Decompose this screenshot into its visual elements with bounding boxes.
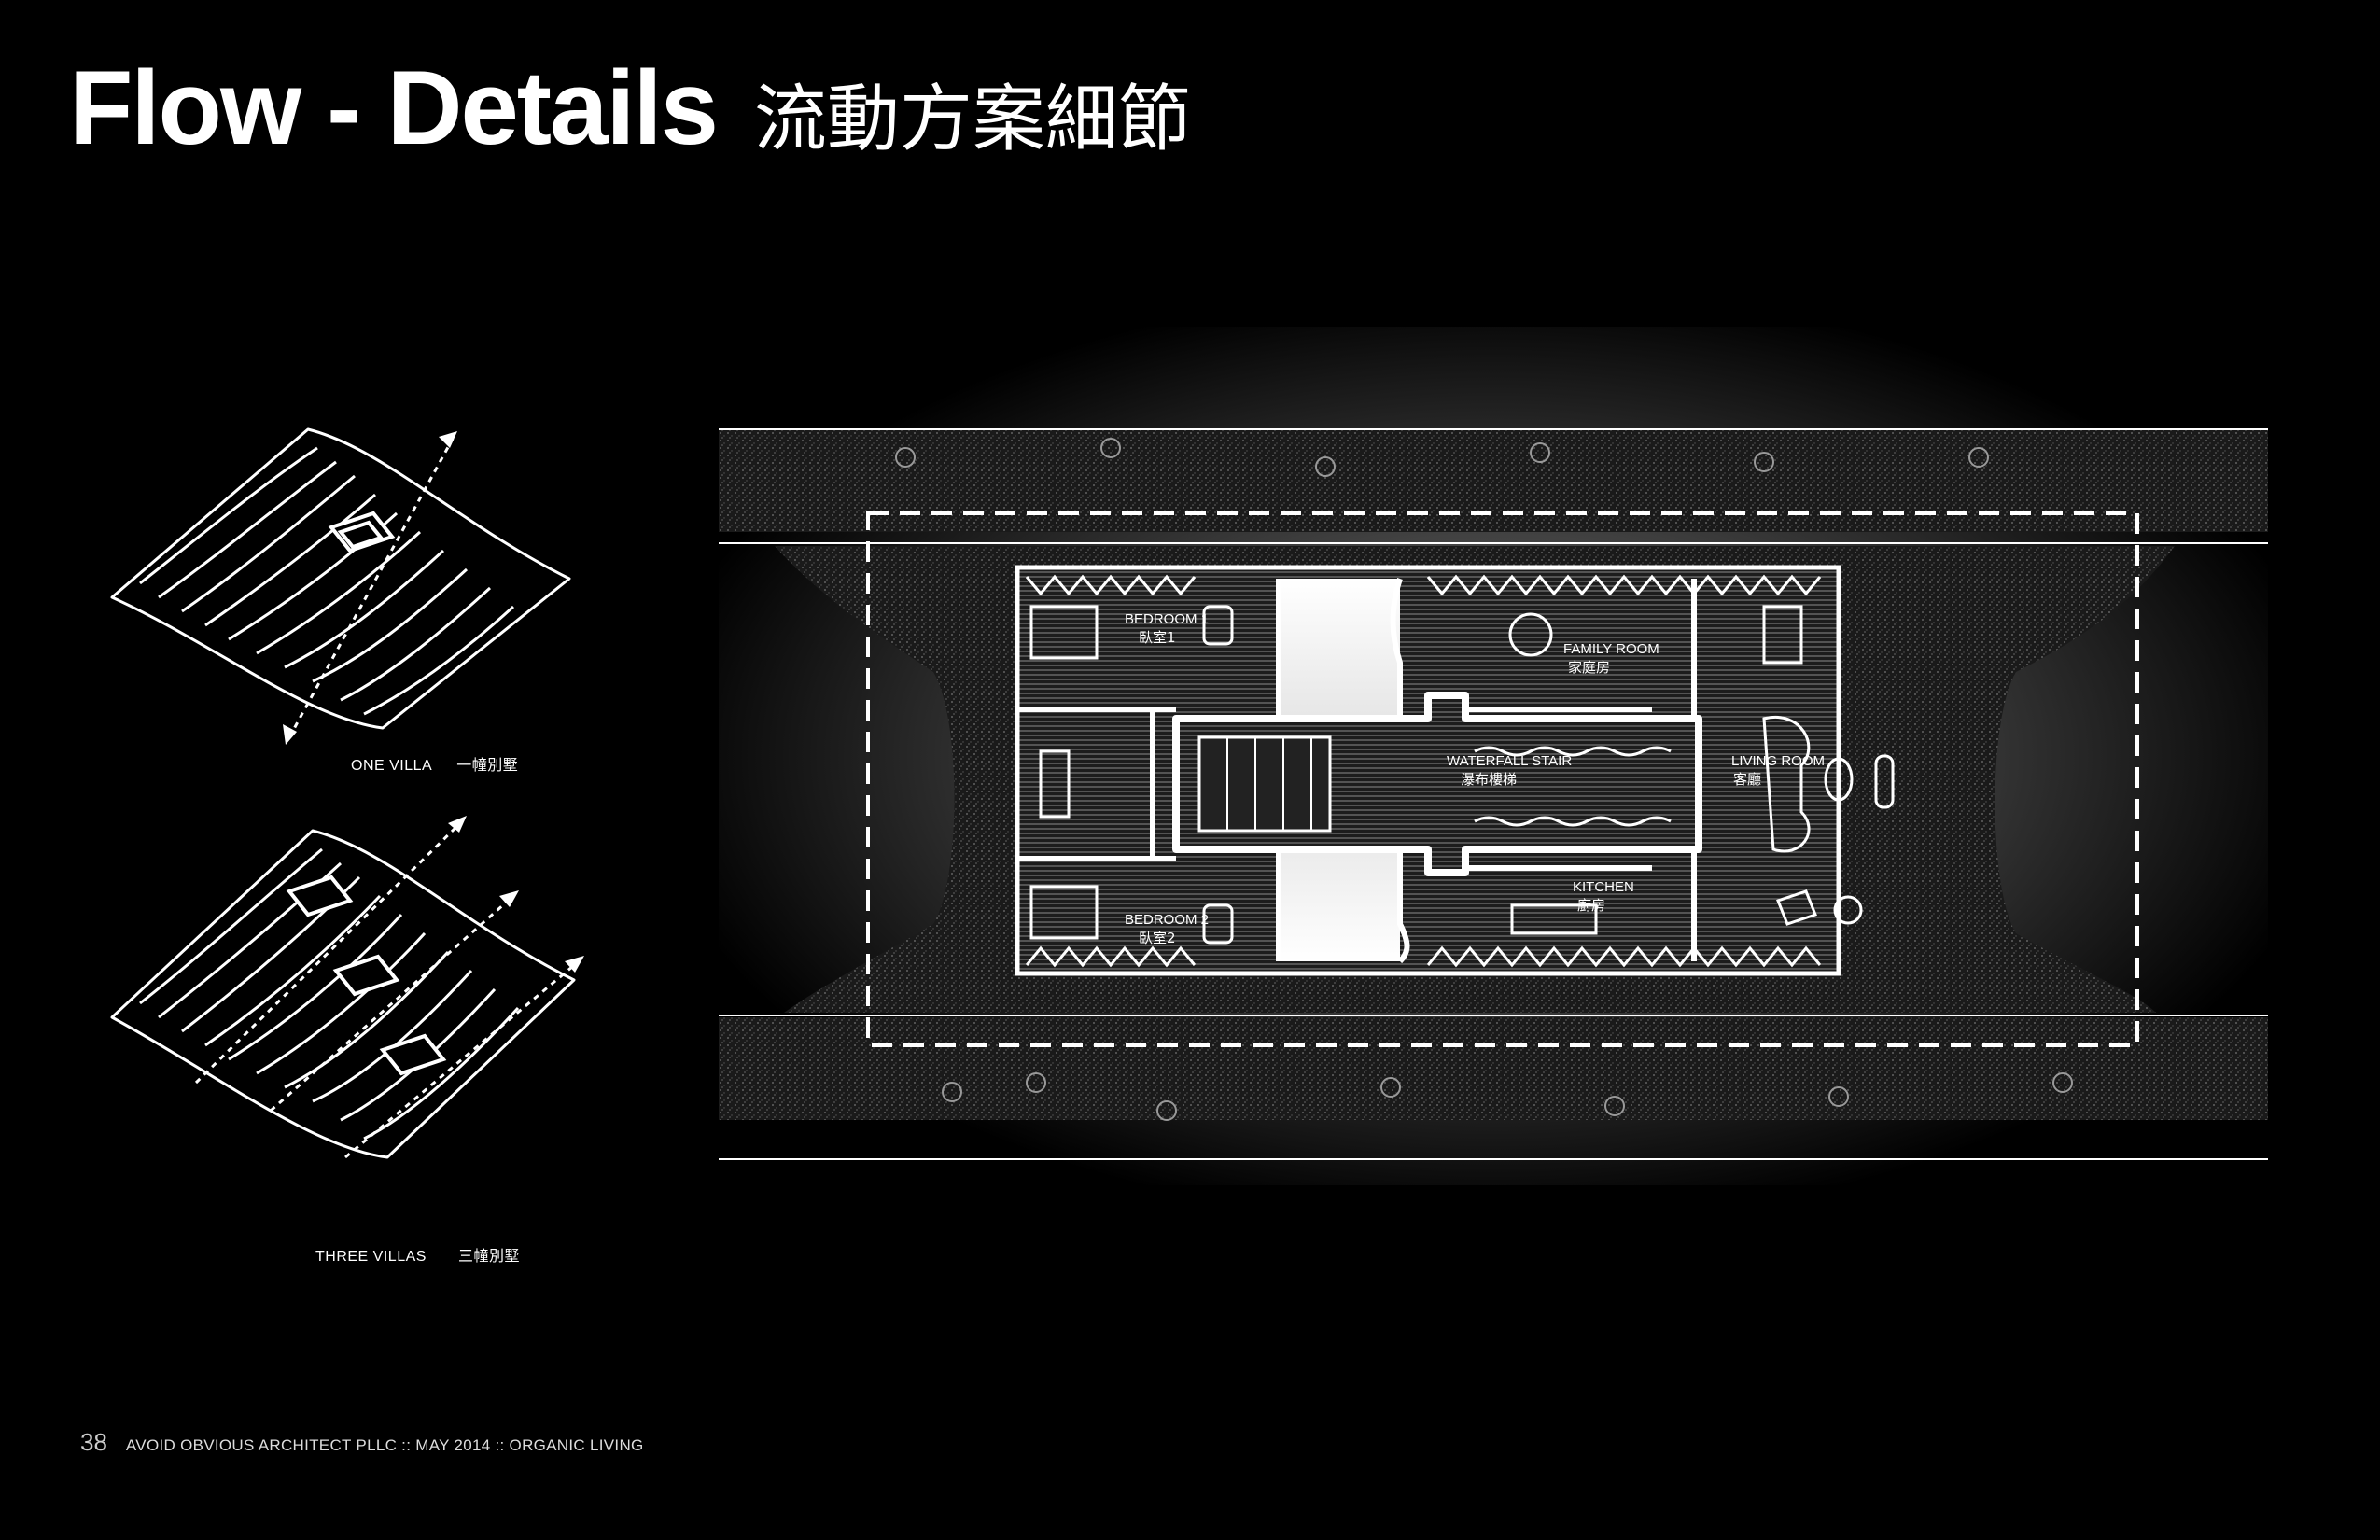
footer-text: AVOID OBVIOUS ARCHITECT PLLC :: MAY 2014… <box>125 1436 644 1454</box>
one-villa-diagram <box>110 427 571 745</box>
dining-table-icon <box>1762 605 1803 665</box>
table-icon <box>1508 612 1553 657</box>
armchair-icon <box>1874 754 1895 809</box>
villa-block-icon <box>328 511 396 553</box>
three-villas-caption: THREE VILLAS 三幢別墅 <box>315 1243 520 1266</box>
terrain-outline <box>110 829 576 1159</box>
bed-icon <box>1029 885 1099 940</box>
svg-text:KITCHEN: KITCHEN <box>1573 879 1634 895</box>
svg-text:瀑布樓梯: 瀑布樓梯 <box>1461 771 1517 788</box>
page-number: 38 <box>80 1428 107 1456</box>
villa-block-icon <box>286 875 447 1076</box>
room-label-kitchen: KITCHEN 廚房 <box>1573 879 1634 914</box>
svg-text:臥室1: 臥室1 <box>1139 629 1176 646</box>
zigzag-wall-bottom <box>1025 945 1822 968</box>
three-villas-label-zh: 三幢別墅 <box>457 1247 520 1265</box>
sink-icon <box>1202 903 1234 945</box>
svg-text:BEDROOM 1: BEDROOM 1 <box>1125 611 1209 627</box>
flow-arrow-icon <box>270 894 514 1113</box>
chair-icon <box>1776 889 1817 926</box>
svg-text:BEDROOM 2: BEDROOM 2 <box>1125 912 1209 928</box>
room-label-bedroom2: BEDROOM 2 臥室2 <box>1125 912 1209 946</box>
plant-icon <box>1833 895 1863 925</box>
property-line <box>866 511 2139 1047</box>
kitchen-island-icon <box>1510 903 1598 935</box>
title-chinese: 流動方案細節 <box>753 77 1191 161</box>
bath-icon <box>1039 749 1071 819</box>
one-villa-caption: ONE VILLA 一幢別墅 <box>351 752 518 775</box>
water-line-icon <box>1474 746 1672 827</box>
svg-text:WATERFALL STAIR: WATERFALL STAIR <box>1447 753 1572 769</box>
svg-text:廚房: 廚房 <box>1577 897 1605 914</box>
bottom-road <box>719 1017 2268 1120</box>
svg-text:客廳: 客廳 <box>1733 771 1761 788</box>
three-villas-label: THREE VILLAS <box>315 1249 427 1265</box>
room-label-family: FAMILY ROOM 家庭房 <box>1563 641 1659 676</box>
svg-text:臥室2: 臥室2 <box>1139 930 1176 946</box>
svg-text:家庭房: 家庭房 <box>1568 659 1610 676</box>
room-label-stair: WATERFALL STAIR 瀑布樓梯 <box>1447 753 1572 788</box>
coffee-table-icon <box>1824 757 1854 802</box>
svg-text:LIVING ROOM: LIVING ROOM <box>1731 753 1825 769</box>
room-label-bedroom1: BEDROOM 1 臥室1 <box>1125 611 1209 646</box>
floor-plan: BEDROOM 1 臥室1 FAMILY ROOM 家庭房 WATERFALL … <box>719 327 2268 1185</box>
terrain-outline <box>110 427 571 730</box>
room-label-living: LIVING ROOM 客廳 <box>1731 753 1825 788</box>
one-villa-label: ONE VILLA <box>351 758 433 774</box>
zigzag-wall-top <box>1025 574 1822 596</box>
page-footer: 38 AVOID OBVIOUS ARCHITECT PLLC :: MAY 2… <box>80 1428 644 1457</box>
title-english: Flow - Details <box>69 49 719 166</box>
tree-icon <box>895 438 2073 1121</box>
svg-text:FAMILY ROOM: FAMILY ROOM <box>1563 641 1659 657</box>
page-title: Flow - Details 流動方案細節 <box>69 56 1191 161</box>
flow-arrow-icon <box>287 438 455 738</box>
sink-icon <box>1202 605 1234 646</box>
bed-icon <box>1029 605 1099 660</box>
stair-treads <box>1197 735 1332 833</box>
top-road <box>719 429 2268 532</box>
sofa-icon <box>1762 715 1811 853</box>
three-villas-diagram <box>110 816 584 1159</box>
one-villa-label-zh: 一幢別墅 <box>456 756 519 774</box>
